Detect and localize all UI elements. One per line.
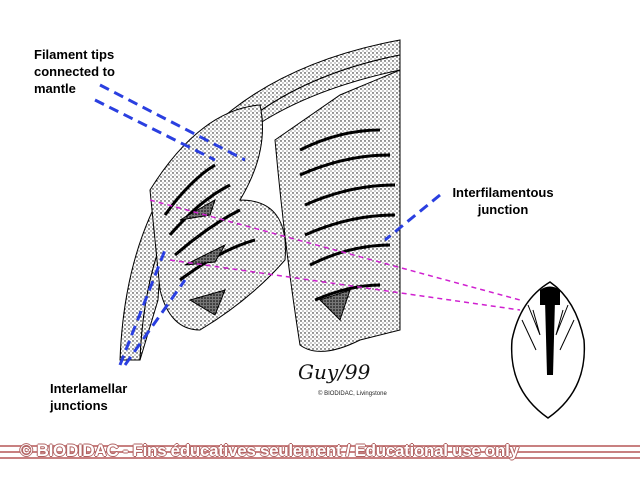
watermark-line xyxy=(0,451,640,453)
gill-block-right xyxy=(274,69,401,352)
watermark-line xyxy=(0,457,640,459)
credit-text: © BIODIDAC, Livingstone xyxy=(318,391,387,397)
watermark-text: © BIODIDAC - Fins éducatives seulement /… xyxy=(20,441,519,460)
watermark-line xyxy=(0,445,640,447)
watermark: © BIODIDAC - Fins éducatives seulement /… xyxy=(0,437,640,467)
label-interlamellar-junctions: Interlamellar junctions xyxy=(50,381,128,413)
label-filament-tips: Filament tips connected to mantle xyxy=(34,47,115,96)
artist-signature: Guy/99 xyxy=(298,360,371,384)
label-interfilamentous-junction: Interfilamentous junction xyxy=(452,185,554,217)
filament-ridges xyxy=(163,128,396,302)
bivalve-cross-section xyxy=(510,281,586,419)
pointer-lines-blue xyxy=(94,83,441,366)
pointer-lines-magenta xyxy=(149,199,521,311)
gill-cavities xyxy=(179,198,351,321)
gill-lamella-left xyxy=(149,104,286,331)
